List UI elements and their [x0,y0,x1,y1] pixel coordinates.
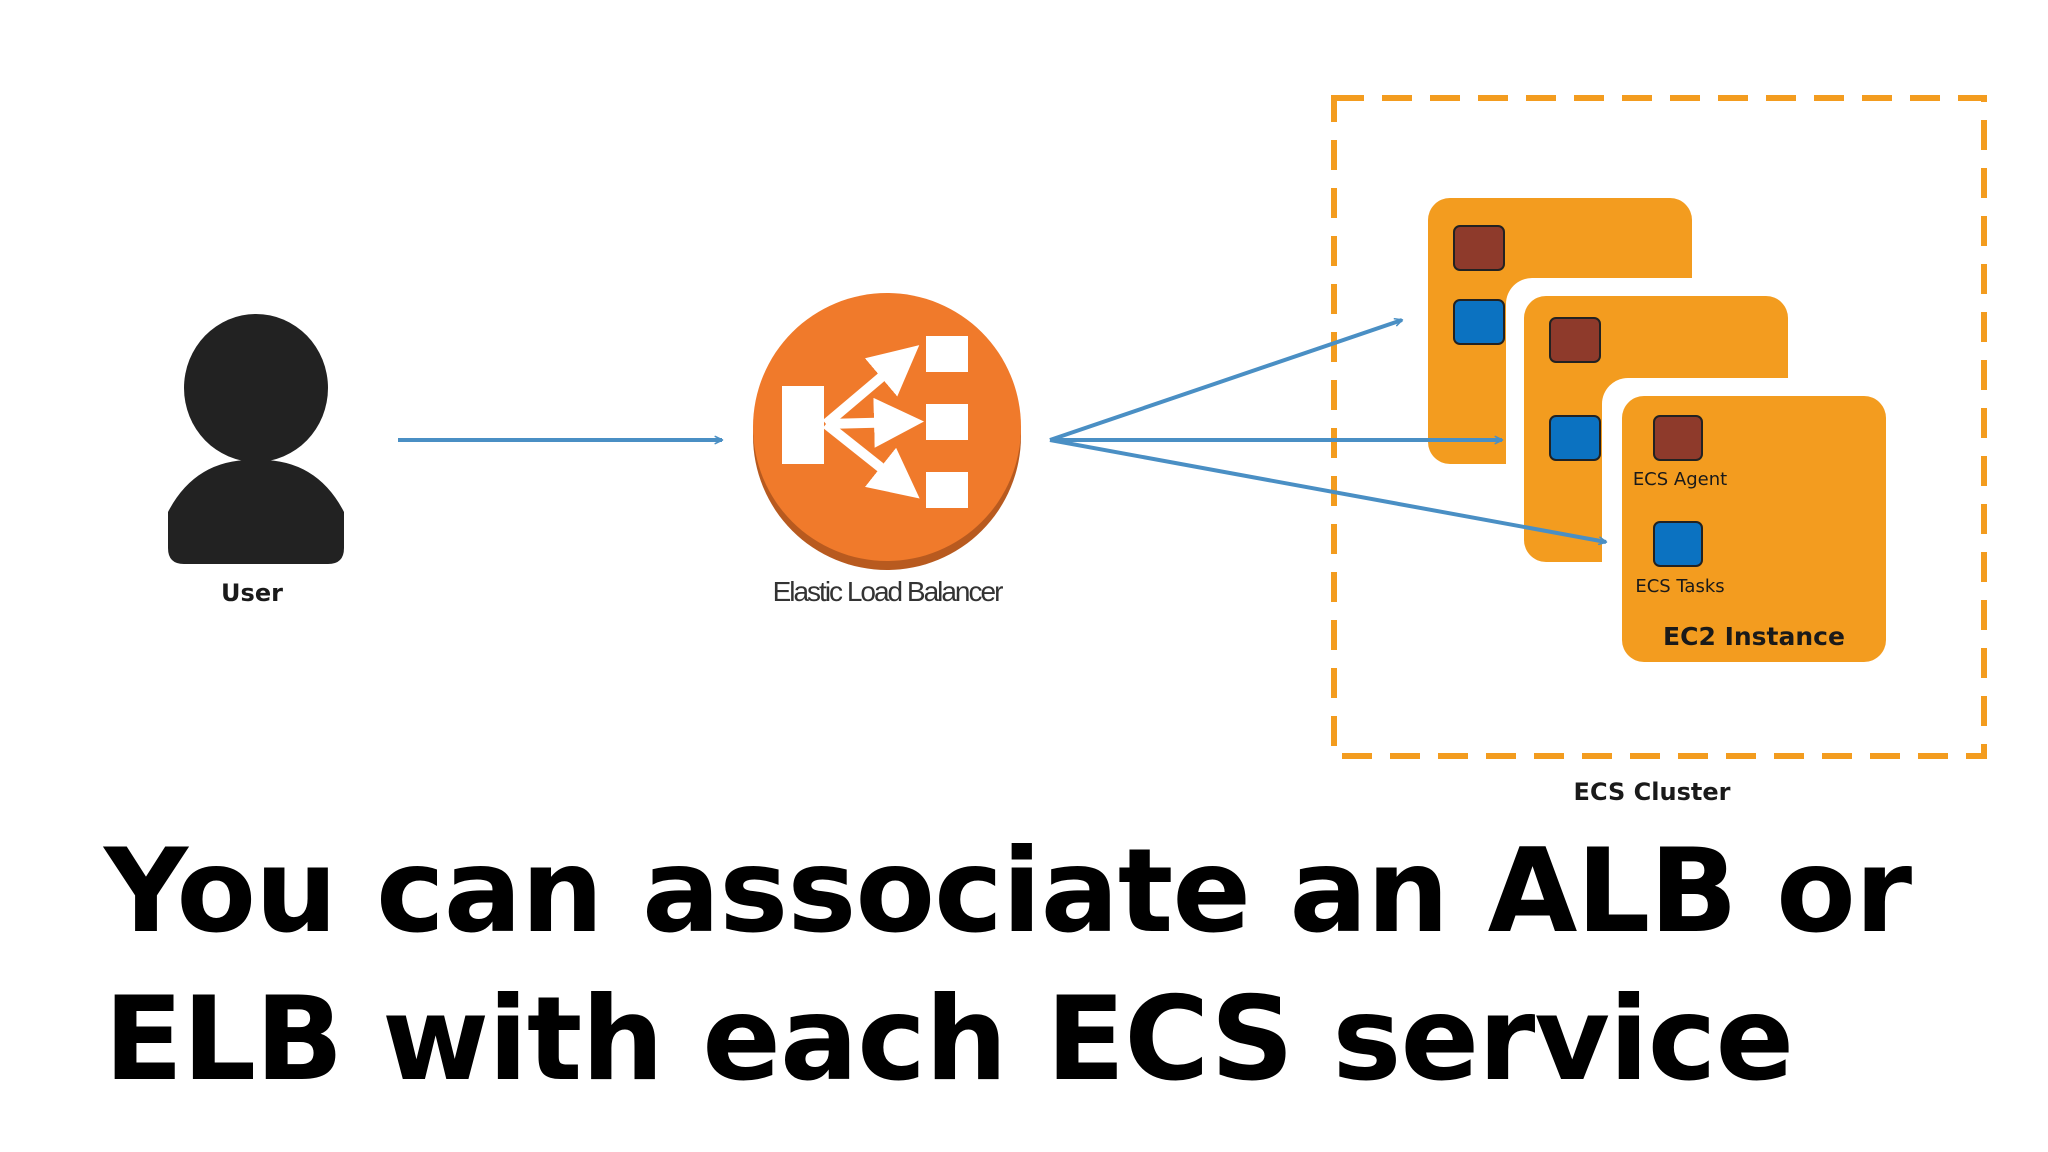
ecs-task-square [1549,415,1601,461]
arrow-elb-to-instance-1 [1049,317,1404,442]
headline-line-1: You can associate an ALB or [104,824,1912,959]
user-icon [168,314,344,564]
ecs-cluster-boundary [1331,95,1987,759]
ec2-instance-label: EC2 Instance [1663,622,1845,651]
headline-line-2: ELB with each ECS service [104,972,1794,1107]
load-balancer-label: Elastic Load Balancer [773,576,1004,607]
user-label: User [221,579,283,607]
ec2-instance-front [1622,396,1886,662]
load-balancer-icon [753,293,1021,570]
arrow-elb-to-instance-3 [1049,438,1608,546]
ecs-task-square [1453,299,1505,345]
ecs-tasks-label: ECS Tasks [1635,576,1724,597]
ecs-cluster-label: ECS Cluster [1574,778,1731,806]
headline: You can associate an ALB or ELB with eac… [104,818,2004,1114]
ecs-agent-square [1549,317,1601,363]
ecs-agent-label: ECS Agent [1633,469,1727,490]
ecs-agent-square [1453,225,1505,271]
ecs-task-square [1653,521,1703,567]
ecs-agent-square [1653,415,1703,461]
